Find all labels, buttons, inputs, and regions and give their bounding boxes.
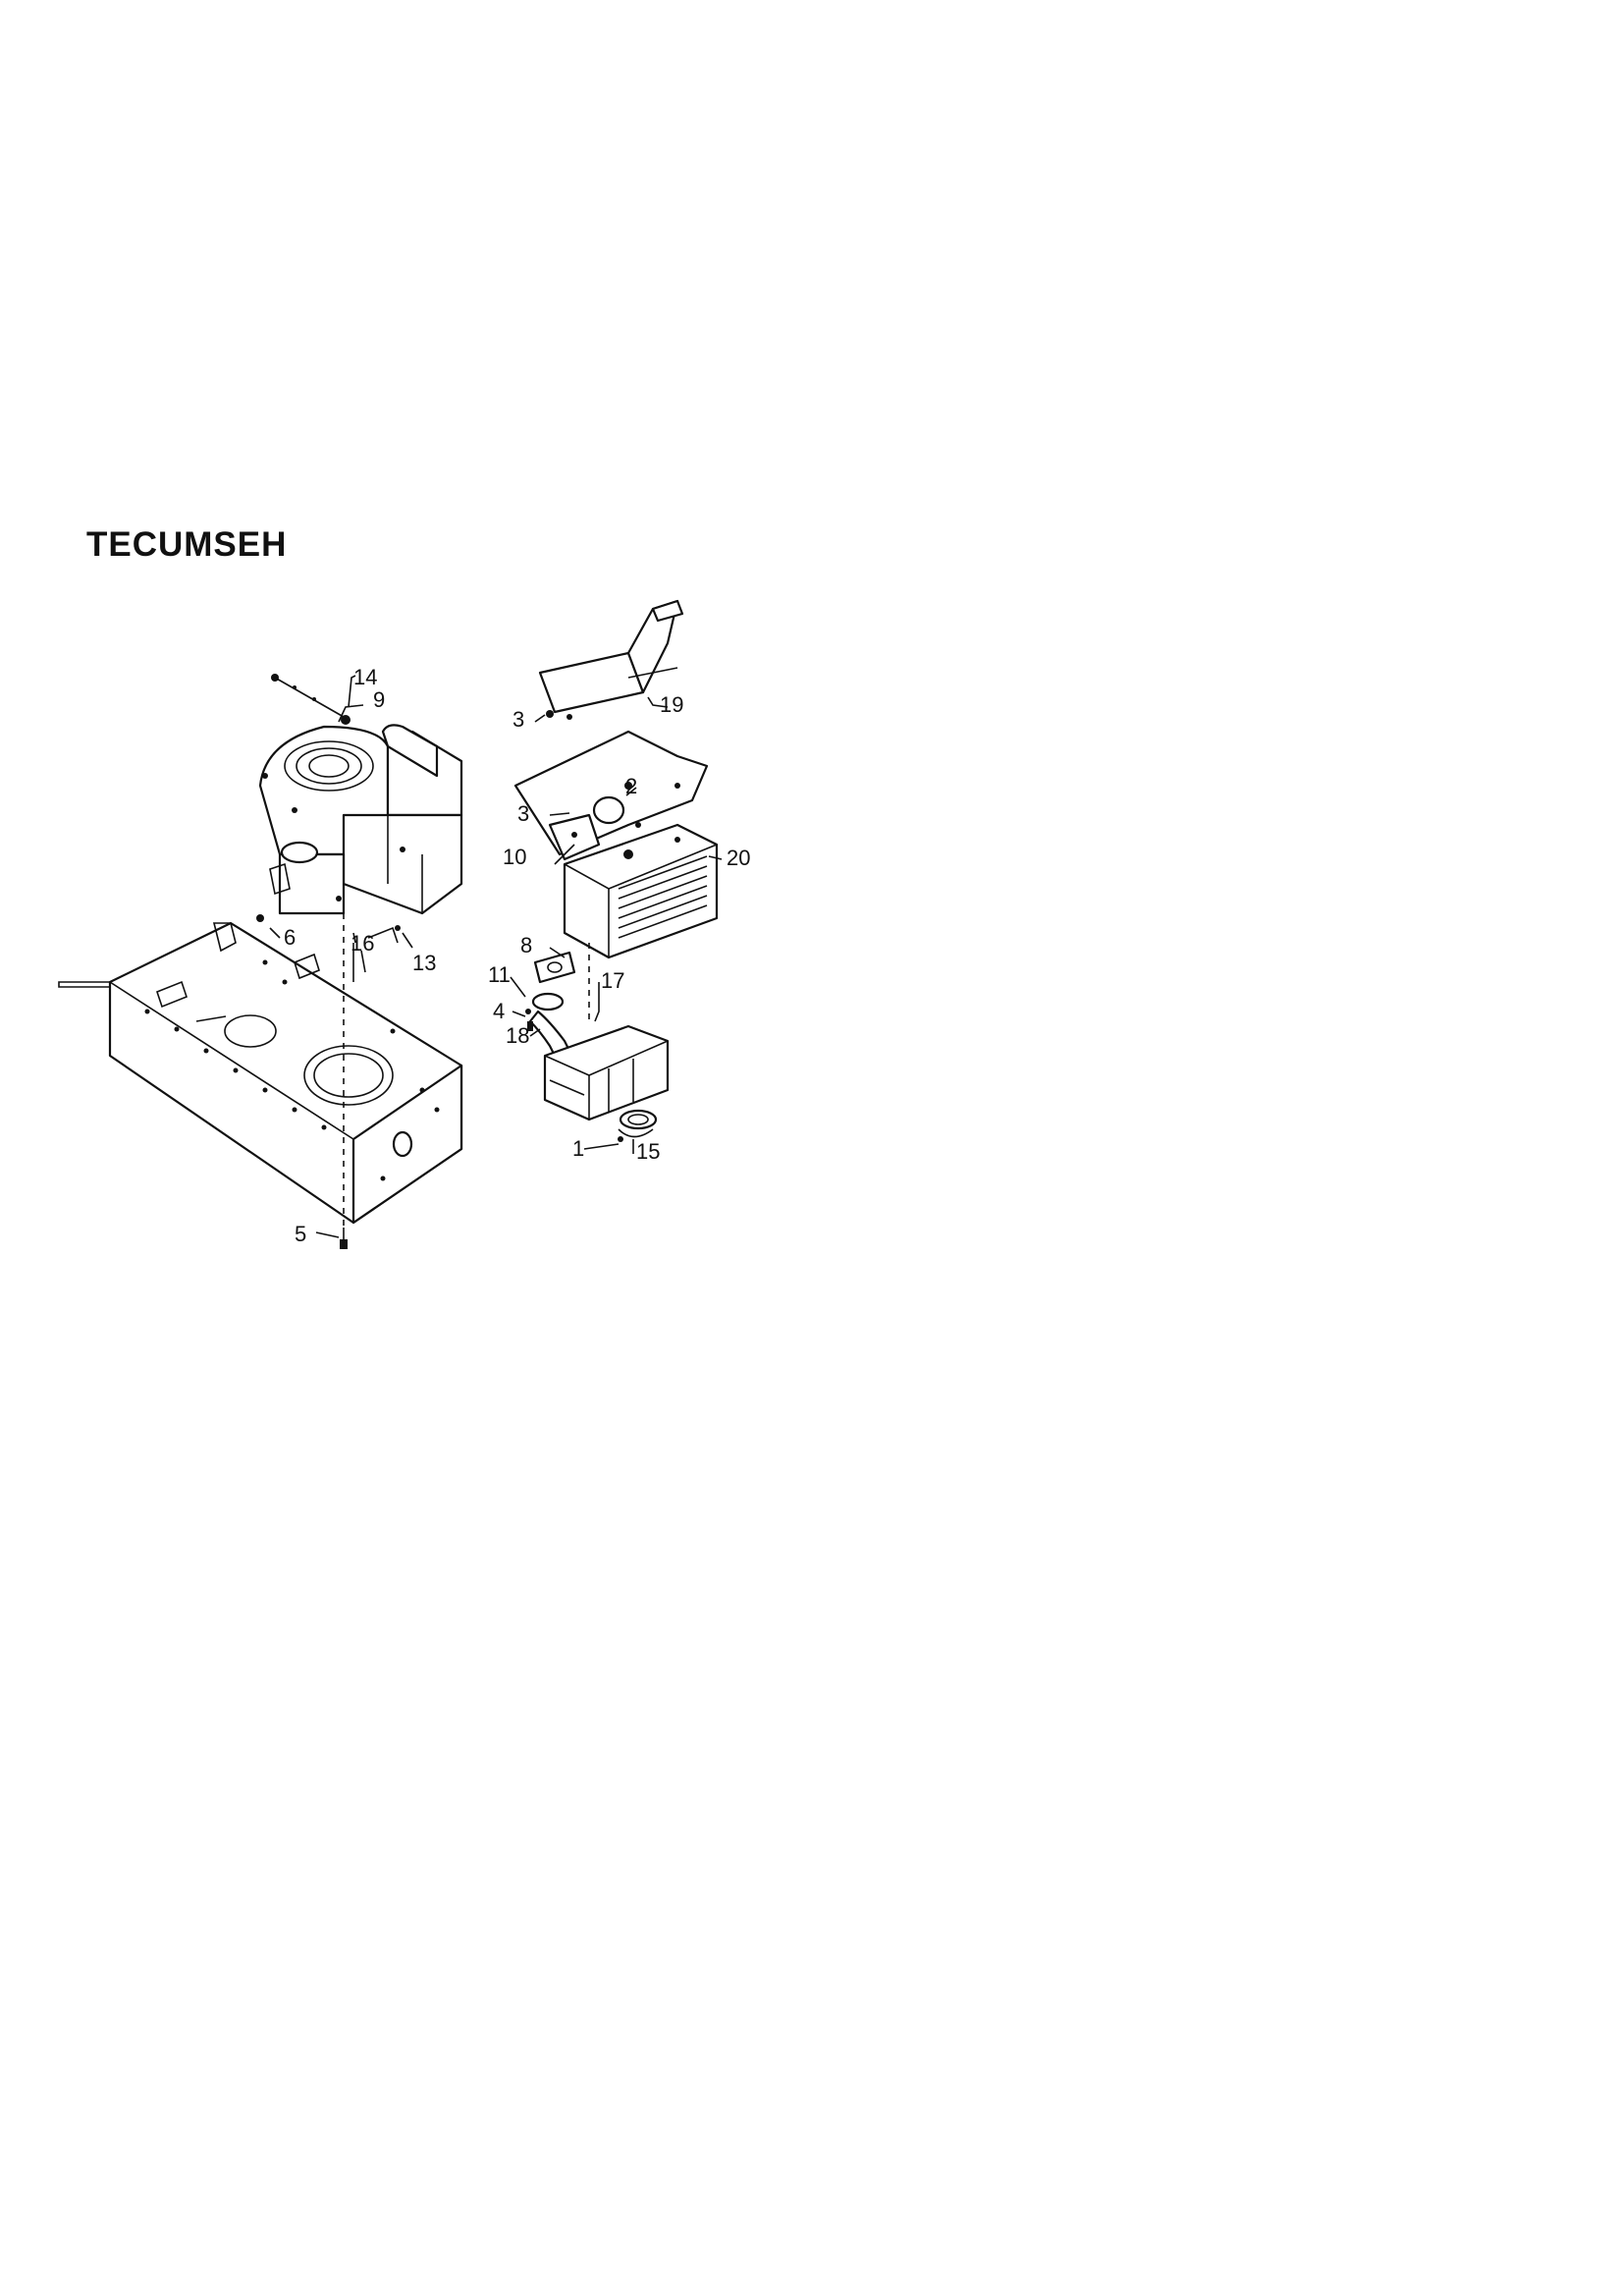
callout-15: 15 [636,1139,660,1164]
callout-18: 18 [506,1023,529,1048]
callout-5: 5 [295,1222,306,1246]
tractor-frame [58,921,463,1225]
brand-heading: TECUMSEH [86,525,288,564]
mount-bracket [352,925,401,982]
callout-1: 1 [572,1136,584,1161]
callout-16: 16 [351,931,374,956]
muffler-clamp [618,1128,654,1142]
callout-19: 19 [660,692,683,717]
heat-shield-top [538,599,684,720]
muffler [543,1024,670,1130]
dipstick-tube [271,674,351,725]
callout-9: 9 [373,687,385,712]
callout-14: 14 [353,665,377,689]
callout-17: 17 [601,968,624,993]
callout-4: 4 [493,999,505,1023]
exhaust-gasket [533,951,576,984]
muffler-guard [563,823,719,959]
callout-10: 10 [503,845,526,869]
callout-leaders [269,675,723,1238]
washer [256,914,264,922]
callout-2: 2 [625,774,637,798]
frame-bolt [340,1228,348,1249]
muffler-bracket [513,730,709,861]
callout-3-upper: 3 [512,707,524,732]
callout-11: 11 [488,962,511,987]
callout-6: 6 [284,925,296,950]
callout-20: 20 [727,846,750,870]
engine [258,724,463,915]
callout-8: 8 [520,933,532,957]
callout-3-lower: 3 [517,801,529,826]
callout-13: 13 [412,951,436,975]
